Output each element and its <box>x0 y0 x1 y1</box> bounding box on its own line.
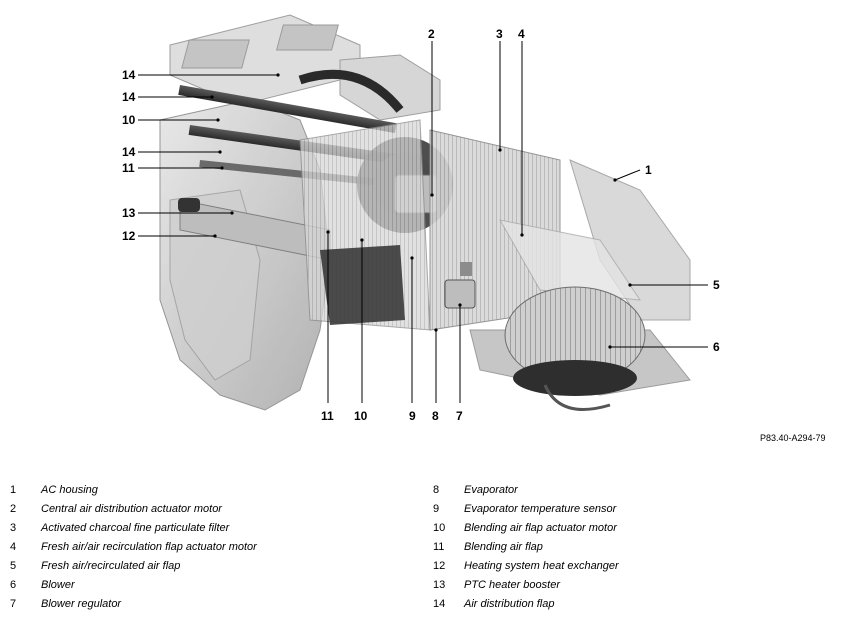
callout-13: 13 <box>122 206 136 220</box>
legend-number: 9 <box>433 503 440 515</box>
callout-11b: 11 <box>321 409 334 423</box>
legend-text: Blower regulator <box>41 598 122 610</box>
legend-text: Air distribution flap <box>464 598 555 610</box>
callout-7: 7 <box>456 409 463 423</box>
legend-number: 8 <box>433 484 440 496</box>
legend-number: 1 <box>10 484 17 496</box>
callout-2: 2 <box>428 27 435 41</box>
leader-lines <box>138 41 708 403</box>
callout-12: 12 <box>122 229 136 243</box>
callout-10a: 10 <box>122 113 136 127</box>
legend-text: Evaporator <box>464 484 518 496</box>
callout-14a: 14 <box>122 68 136 82</box>
callout-6: 6 <box>713 340 720 354</box>
legend-number: 3 <box>10 522 17 534</box>
legend-number: 12 <box>433 560 446 572</box>
legend-text: Heating system heat exchanger <box>464 560 619 572</box>
blower-shape <box>469 286 691 411</box>
legend-text: Blending air flap actuator motor <box>464 522 617 534</box>
legend-number: 10 <box>433 522 446 534</box>
callout-14c: 14 <box>122 145 136 159</box>
fresh-air-flap-shape <box>499 159 691 321</box>
filter-and-evaporator <box>299 119 561 331</box>
legend-text: AC housing <box>41 484 98 496</box>
callout-3: 3 <box>496 27 503 41</box>
blower-regulator-shape <box>444 262 476 309</box>
callout-labels: 14 14 10 14 11 13 12 2 3 4 1 5 6 11 10 9… <box>122 27 720 423</box>
callout-11a: 11 <box>122 161 135 175</box>
legend-number: 5 <box>10 560 17 572</box>
callout-4: 4 <box>518 27 525 41</box>
callout-10b: 10 <box>354 409 368 423</box>
callout-8: 8 <box>432 409 439 423</box>
legend-text: Evaporator temperature sensor <box>464 503 617 515</box>
legend-number: 14 <box>433 598 446 610</box>
legend-text: Central air distribution actuator motor <box>41 503 222 515</box>
legend-text: Fresh air/air recirculation flap actuato… <box>41 541 257 553</box>
legend-number: 2 <box>10 503 17 515</box>
legend-text: PTC heater booster <box>464 579 560 591</box>
heater-core <box>178 198 331 261</box>
callout-14b: 14 <box>122 90 136 104</box>
legend-number: 13 <box>433 579 446 591</box>
legend-number: 6 <box>10 579 17 591</box>
legend-text: Blending air flap <box>464 541 543 553</box>
ac-housing-shape <box>159 99 331 411</box>
legend-number: 4 <box>10 541 17 553</box>
callout-9: 9 <box>409 409 416 423</box>
legend-number: 11 <box>433 541 445 553</box>
figure-reference-code: P83.40-A294-79 <box>760 433 826 443</box>
hvac-unit-illustration: 14 14 10 14 11 13 12 2 3 4 1 5 6 11 10 9… <box>122 14 720 423</box>
legend-text: Blower <box>41 579 75 591</box>
legend-text: Fresh air/recirculated air flap <box>41 560 181 572</box>
callout-5: 5 <box>713 278 720 292</box>
legend-number: 7 <box>10 598 17 610</box>
top-air-ducts <box>169 14 441 121</box>
callout-1: 1 <box>645 163 652 177</box>
parts-legend: 1 AC housing 2 Central air distribution … <box>0 476 842 616</box>
legend-text: Activated charcoal fine particulate filt… <box>41 522 230 534</box>
